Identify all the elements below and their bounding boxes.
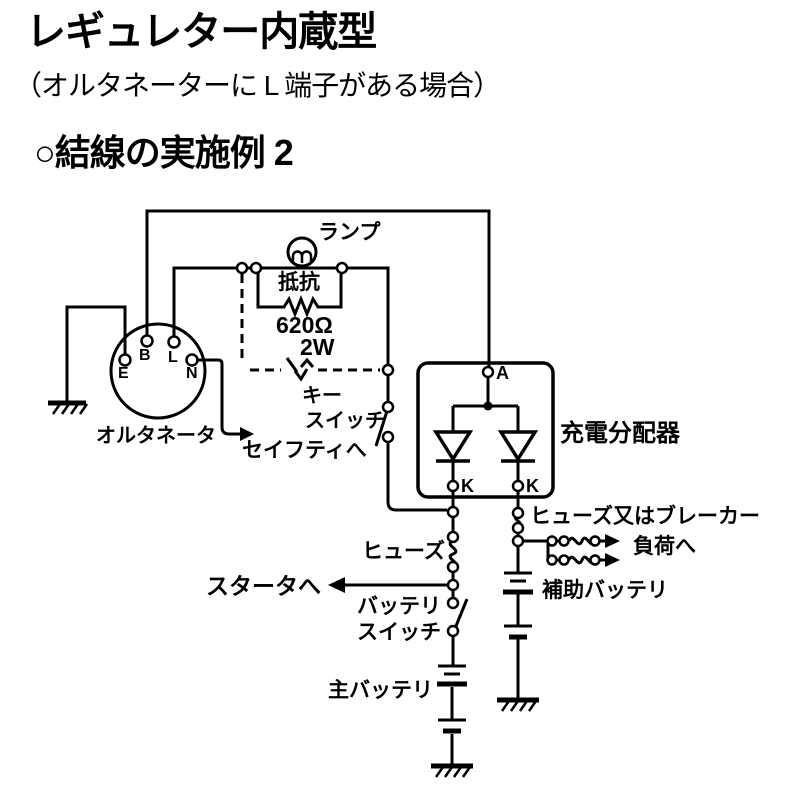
terminal-n-label: N [186,365,198,382]
charge-distributor-box [416,361,555,499]
battery-switch-label-1: バッテリ [357,595,441,618]
fuse-or-breaker-label: ヒューズ又はブレーカー [530,505,760,528]
load-fuse-lines [523,534,620,567]
to-safety-label: セイフティへ [242,439,367,462]
aux-battery-label: 補助バッテリ [542,579,668,602]
alternator-label: オルタネータ [96,425,216,447]
terminal-l-label: L [168,349,178,366]
resistor-icon [256,268,343,319]
terminal-k-right-label: K [526,476,539,496]
diode-right-icon [497,430,539,481]
section-heading: ○結線の実施例 2 [34,132,294,173]
starter-arrow-icon [328,577,448,593]
alternator-ground-icon [48,400,89,415]
terminal-e-label: E [118,365,129,382]
resistor-power-label: 2W [300,334,335,360]
page-subtitle: （オルタネーターに L 端子がある場合） [14,70,501,101]
resistor-value-label: 620Ω [276,312,333,338]
terminal-circles [118,261,601,638]
alternator-icon [109,322,207,420]
terminal-k-left-label: K [461,476,474,496]
aux-battery-icon [503,571,533,698]
fuse-label: ヒューズ [362,540,445,563]
terminal-b-label: B [139,347,151,364]
key-switch-label-1: キー [302,385,342,407]
terminal-a-label: A [496,363,509,383]
page-title: レギュレター内蔵型 [26,10,377,54]
diode-left-icon [432,430,474,481]
key-switch-linkage-icon [240,274,380,382]
charge-distributor-label: 充電分配器 [560,420,680,447]
to-load-label: 負荷へ [633,535,696,558]
battery-switch-label-2: スイッチ [357,621,441,644]
resistor-label: 抵抗 [278,271,320,294]
to-starter-label: スタータへ [206,573,321,599]
main-battery-icon [437,664,467,764]
key-switch-label-2: スイッチ [305,410,385,432]
main-battery-ground-icon [431,763,473,778]
lamp-icon [286,236,318,268]
safety-arrow-icon [240,427,254,441]
key-switch-icon [374,410,389,447]
main-battery-label: 主バッテリ [328,679,433,702]
aux-battery-ground-icon [497,697,539,712]
lamp-label: ランプ [318,221,381,244]
